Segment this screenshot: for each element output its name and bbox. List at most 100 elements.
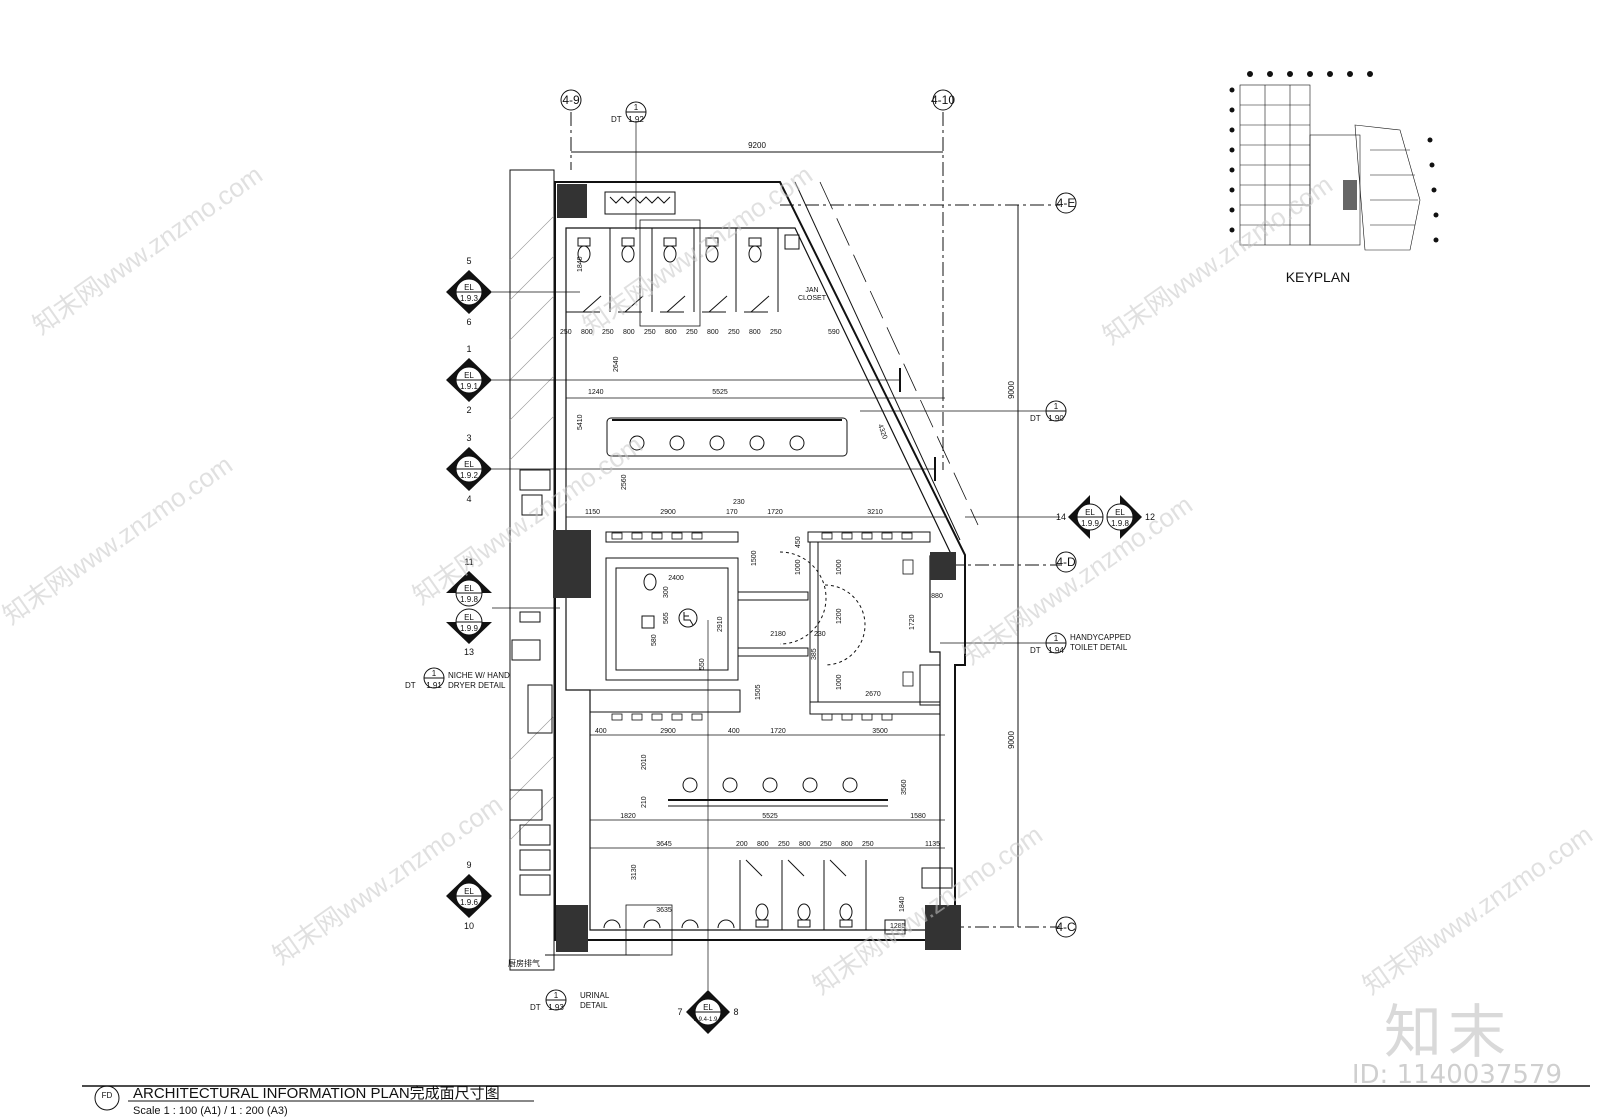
dim-2640: 2640 bbox=[613, 356, 620, 372]
overall-dimensions: 9200 9000 9000 bbox=[571, 141, 1019, 927]
dim-2900-a: 2900 bbox=[660, 509, 676, 516]
stall-dim: 800 bbox=[623, 329, 635, 336]
svg-text:1: 1 bbox=[432, 669, 437, 678]
svg-text:EL: EL bbox=[464, 460, 474, 469]
jan-closet-label-1: JAN bbox=[805, 287, 818, 294]
dim-590: 590 bbox=[828, 329, 840, 336]
dim-1135: 1135 bbox=[925, 841, 940, 848]
svg-text:14: 14 bbox=[1056, 512, 1066, 522]
dim-5410: 5410 bbox=[577, 414, 584, 430]
svg-text:7: 7 bbox=[677, 1007, 682, 1017]
stall-dim: 250 bbox=[686, 329, 698, 336]
elevation-marker-1-9-6: EL 1.9.6 9 10 bbox=[446, 860, 492, 931]
dim-550: 550 bbox=[699, 658, 706, 670]
svg-text:12: 12 bbox=[1145, 512, 1155, 522]
brand-watermark: 知末 bbox=[1383, 998, 1512, 1066]
svg-text:1.93: 1.93 bbox=[548, 1003, 564, 1012]
stall-dim: 250 bbox=[644, 329, 656, 336]
callout-note: DETAIL bbox=[580, 1001, 608, 1010]
left-strip-fixtures bbox=[509, 469, 640, 956]
elevation-marker-1-9-4: EL 1.9.4-1.9.5 7 8 bbox=[677, 620, 739, 1034]
svg-text:DT: DT bbox=[530, 1003, 541, 1012]
dim-230-b: 230 bbox=[814, 631, 826, 638]
stall-dim: 800 bbox=[841, 841, 853, 848]
elevation-marker-1-9-2: EL 1.9.2 3 4 bbox=[446, 433, 936, 504]
elevation-marker-1-9-9-right: EL 1.9.9 14 bbox=[965, 495, 1104, 539]
dim-170: 170 bbox=[726, 509, 738, 516]
drawing-scale: Scale 1 : 100 (A1) / 1 : 200 (A3) bbox=[133, 1105, 288, 1117]
dim-2180: 2180 bbox=[770, 631, 786, 638]
dim-3130: 3130 bbox=[631, 864, 638, 880]
dim-565: 565 bbox=[663, 612, 670, 624]
grid-4-C: 4-C bbox=[1056, 920, 1076, 934]
grid-bubbles: 4-9 4-10 4-E 4-D 4-C bbox=[560, 89, 1077, 938]
elevation-marker-1-9-1: EL 1.9.1 1 2 bbox=[446, 344, 901, 415]
dim-3500: 3500 bbox=[872, 728, 888, 735]
svg-text:13: 13 bbox=[464, 647, 474, 657]
svg-text:DT: DT bbox=[1030, 646, 1041, 655]
svg-text:4: 4 bbox=[466, 494, 471, 504]
dim-2400: 2400 bbox=[668, 575, 684, 582]
dim-2560: 2560 bbox=[621, 474, 628, 490]
svg-text:1.9.6: 1.9.6 bbox=[460, 898, 478, 907]
svg-text:1.92: 1.92 bbox=[628, 115, 644, 124]
stall-dim: 800 bbox=[581, 329, 593, 336]
middle-toilet-block: 1150 2900 170 230 1720 3210 2400 1500 45… bbox=[566, 499, 945, 736]
dim-1285: 1285 bbox=[890, 923, 906, 930]
stall-dim: 250 bbox=[602, 329, 614, 336]
dim-230: 230 bbox=[733, 499, 745, 506]
stall-dim: 800 bbox=[799, 841, 811, 848]
stall-dim: 250 bbox=[778, 841, 790, 848]
detail-callout-194: 1 1.94 DT HANDYCAPPED TOILET DETAIL bbox=[940, 632, 1131, 655]
keyplan-label: KEYPLAN bbox=[1286, 269, 1351, 285]
svg-text:6: 6 bbox=[466, 317, 471, 327]
elevation-marker-1-9-8-left: EL 1.9.8 11 bbox=[446, 557, 492, 607]
svg-text:1: 1 bbox=[554, 991, 559, 1000]
elevation-marker-1-9-3: EL 1.9.3 5 6 bbox=[446, 256, 580, 327]
svg-text:DT: DT bbox=[405, 681, 416, 690]
dim-4320: 4320 bbox=[876, 423, 888, 440]
drawing-title: ARCHITECTURAL INFORMATION PLAN完成面尺寸图 bbox=[133, 1085, 500, 1102]
dim-3645: 3645 bbox=[656, 841, 672, 848]
svg-text:1.9.2: 1.9.2 bbox=[460, 471, 478, 480]
stall-dim: 250 bbox=[820, 841, 832, 848]
svg-text:1.9.8: 1.9.8 bbox=[1111, 519, 1129, 528]
dim-400-b: 400 bbox=[728, 728, 740, 735]
dim-3635: 3635 bbox=[656, 907, 672, 914]
stall-dim: 800 bbox=[757, 841, 769, 848]
svg-text:10: 10 bbox=[464, 921, 474, 931]
dim-300: 300 bbox=[663, 586, 670, 598]
grid-4-D: 4-D bbox=[1056, 555, 1076, 569]
stall-dim: 800 bbox=[707, 329, 719, 336]
stall-dim: 250 bbox=[862, 841, 874, 848]
detail-callout-193: 1 1.93 DT URINAL DETAIL bbox=[530, 989, 610, 1012]
svg-text:1: 1 bbox=[634, 103, 639, 112]
svg-text:EL: EL bbox=[464, 887, 474, 896]
callout-note: NICHE W/ HAND bbox=[448, 671, 510, 680]
svg-text:1.94: 1.94 bbox=[1048, 646, 1064, 655]
dim-3210: 3210 bbox=[867, 509, 883, 516]
dim-9200: 9200 bbox=[748, 141, 766, 150]
svg-text:8: 8 bbox=[733, 1007, 738, 1017]
svg-text:1.9.9: 1.9.9 bbox=[460, 624, 478, 633]
dim-450: 450 bbox=[795, 536, 802, 548]
dim-9000-b: 9000 bbox=[1007, 731, 1016, 749]
dim-1000-a: 1000 bbox=[795, 559, 802, 575]
svg-text:9: 9 bbox=[466, 860, 471, 870]
svg-text:1: 1 bbox=[1054, 634, 1059, 643]
grid-4-9: 4-9 bbox=[562, 93, 580, 107]
dim-1500: 1500 bbox=[751, 550, 758, 566]
lower-lavatory-counter: 1820 5525 1580 2010 210 3560 bbox=[590, 754, 945, 821]
callout-note: TOILET DETAIL bbox=[1070, 643, 1128, 652]
callout-note: DRYER DETAIL bbox=[448, 681, 506, 690]
image-id-watermark: ID: 1140037579 bbox=[1351, 1060, 1562, 1090]
dim-1720-a: 1720 bbox=[767, 509, 783, 516]
dim-1720-b: 1720 bbox=[909, 614, 916, 630]
dim-9000-a: 9000 bbox=[1007, 381, 1016, 399]
svg-text:1.9.1: 1.9.1 bbox=[460, 382, 478, 391]
callout-note: HANDYCAPPED bbox=[1070, 633, 1131, 642]
dim-1580: 1580 bbox=[910, 813, 926, 820]
